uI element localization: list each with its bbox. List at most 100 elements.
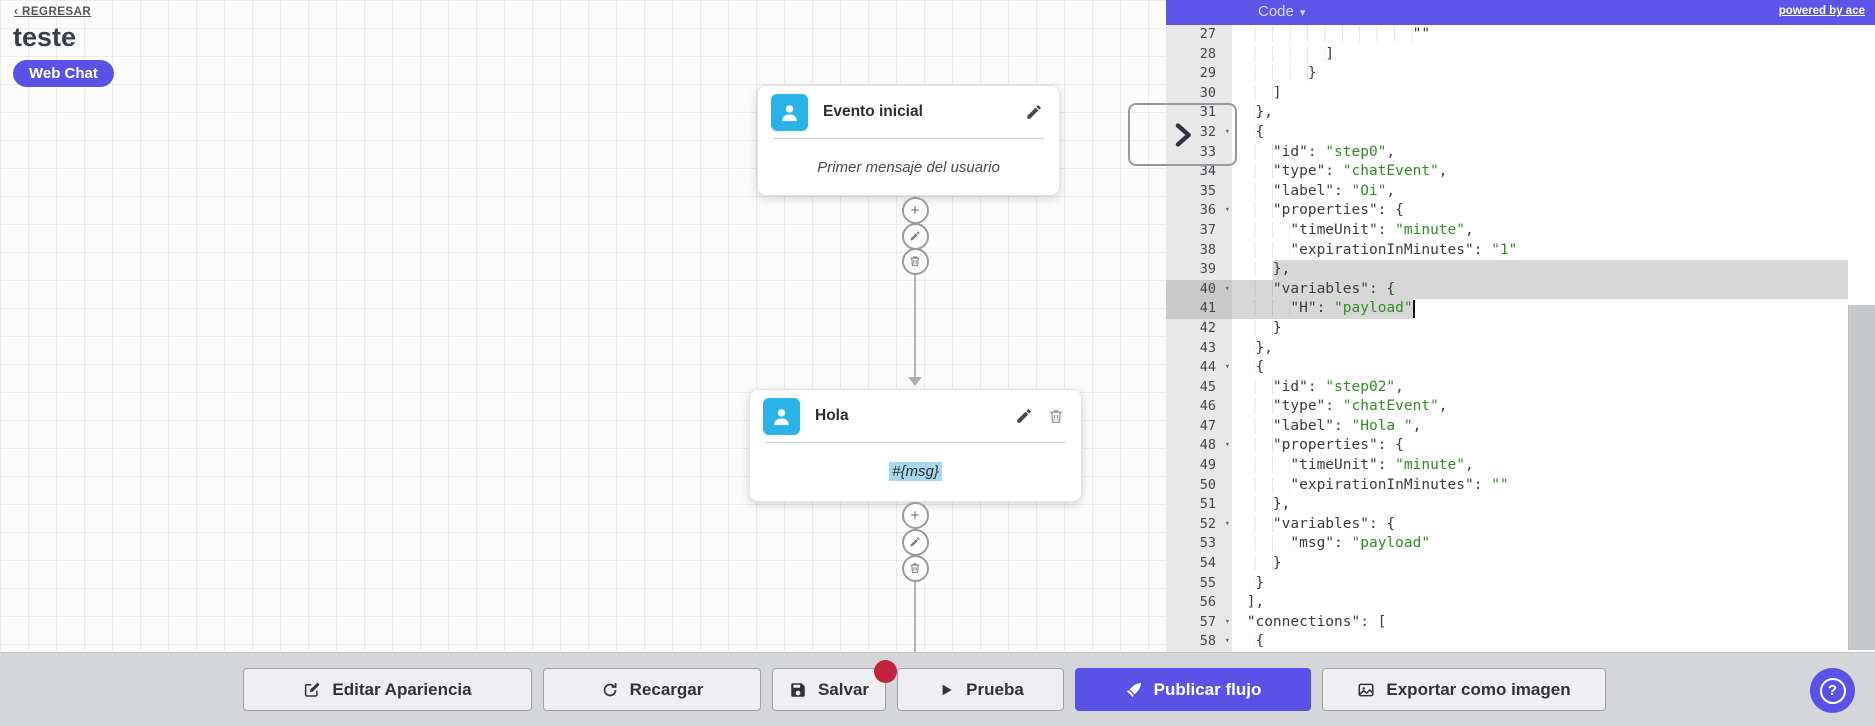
code-line[interactable]: 40▾ "variables": { — [1166, 279, 1875, 300]
code-line[interactable]: 29 } — [1166, 64, 1875, 84]
connector-edit-button[interactable] — [901, 528, 929, 556]
line-number: 43 — [1166, 338, 1232, 359]
edit-node-icon[interactable] — [1015, 407, 1033, 425]
code-editor[interactable]: 27 ""28 ]29 }30 ]31 },32▾ {33 "id": "ste… — [1166, 25, 1875, 652]
collapse-code-button[interactable] — [1128, 103, 1237, 166]
code-mode-dropdown[interactable]: Code▾ — [1258, 3, 1306, 20]
edit-node-icon[interactable] — [1025, 103, 1043, 121]
prueba-button[interactable]: Prueba — [897, 668, 1064, 711]
code-scrollbar[interactable] — [1848, 305, 1875, 650]
code-line[interactable]: 32▾ { — [1166, 122, 1875, 143]
connector-delete-button[interactable] — [901, 554, 929, 582]
code-line[interactable]: 30 ] — [1166, 83, 1875, 104]
code-line[interactable]: 38 "expirationInMinutes": "1" — [1166, 240, 1875, 261]
line-number: 57▾ — [1166, 612, 1232, 633]
node-body: #{msg} — [750, 443, 1081, 500]
fold-arrow-icon[interactable]: ▾ — [1224, 518, 1230, 529]
code-line[interactable]: 39 }, — [1166, 260, 1875, 280]
line-number: 51 — [1166, 495, 1232, 515]
line-number: 28 — [1166, 44, 1232, 65]
code-line[interactable]: 54 } — [1166, 554, 1875, 574]
line-number: 49 — [1166, 456, 1232, 476]
code-line[interactable]: 45 "id": "step02", — [1166, 377, 1875, 398]
code-line[interactable]: 55 } — [1166, 573, 1875, 594]
help-button[interactable]: ? — [1810, 668, 1855, 713]
code-line[interactable]: 27 "" — [1166, 25, 1875, 45]
code-line[interactable]: 31 }, — [1166, 103, 1875, 123]
code-line[interactable]: 56 ], — [1166, 593, 1875, 613]
code-line[interactable]: 52▾ "variables": { — [1166, 514, 1875, 535]
recargar-button[interactable]: Recargar — [543, 668, 761, 711]
code-line[interactable]: 47 "label": "Hola ", — [1166, 416, 1875, 437]
node-evento-inicial[interactable]: Evento inicial Primer mensaje del usuari… — [757, 85, 1060, 196]
line-number: 56 — [1166, 593, 1232, 613]
code-line[interactable]: 44▾ { — [1166, 358, 1875, 378]
line-number: 35 — [1166, 181, 1232, 202]
code-line[interactable]: 53 "msg": "payload" — [1166, 534, 1875, 555]
code-line[interactable]: 46 "type": "chatEvent", — [1166, 397, 1875, 417]
line-number: 27 — [1166, 25, 1232, 45]
toolbar-button-label: Salvar — [817, 679, 870, 699]
code-line[interactable]: 33 "id": "step0", — [1166, 142, 1875, 163]
delete-icon — [908, 254, 922, 268]
fold-arrow-icon[interactable]: ▾ — [1224, 616, 1230, 627]
node-hola[interactable]: Hola #{msg} — [749, 389, 1082, 502]
user-icon — [763, 397, 800, 435]
exportar-como-imagen-button[interactable]: Exportar como imagen — [1322, 668, 1606, 711]
rocket-icon — [1125, 681, 1143, 699]
line-number: 40▾ — [1166, 279, 1232, 300]
fold-arrow-icon[interactable]: ▾ — [1224, 126, 1230, 137]
text-cursor — [1412, 300, 1415, 318]
powered-by-ace-link[interactable]: powered by ace — [1778, 5, 1865, 17]
connector-line — [914, 196, 916, 379]
code-line[interactable]: 57▾ "connections": [ — [1166, 612, 1875, 633]
connector-delete-button[interactable] — [901, 247, 929, 275]
editar-apariencia-button[interactable]: Editar Apariencia — [243, 668, 532, 711]
line-number: 46 — [1166, 397, 1232, 417]
connector-edit-button[interactable] — [901, 222, 929, 250]
code-line[interactable]: 50 "expirationInMinutes": "" — [1166, 475, 1875, 496]
code-line[interactable]: 48▾ "properties": { — [1166, 436, 1875, 457]
toolbar-button-label: Recargar — [629, 679, 704, 699]
connector-add-button[interactable] — [901, 501, 929, 529]
line-number: 58▾ — [1166, 632, 1232, 652]
user-icon — [771, 93, 808, 131]
code-line[interactable]: 28 ] — [1166, 44, 1875, 65]
code-line[interactable]: 43 }, — [1166, 338, 1875, 359]
fold-arrow-icon[interactable]: ▾ — [1224, 283, 1230, 294]
node-title: Hola — [815, 407, 849, 424]
line-number: 45 — [1166, 377, 1232, 398]
delete-icon — [908, 561, 922, 575]
play-icon — [937, 681, 955, 699]
code-line[interactable]: 51 }, — [1166, 495, 1875, 515]
code-line[interactable]: 49 "timeUnit": "minute", — [1166, 456, 1875, 476]
fold-arrow-icon[interactable]: ▾ — [1224, 440, 1230, 451]
connector-add-button[interactable] — [901, 196, 929, 224]
fold-arrow-icon[interactable]: ▾ — [1224, 205, 1230, 216]
line-number: 29 — [1166, 64, 1232, 84]
back-link[interactable]: ‹ REGRESAR — [14, 6, 92, 18]
save-icon — [789, 681, 807, 699]
line-number: 52▾ — [1166, 514, 1232, 535]
flow-canvas[interactable]: ‹ REGRESAR teste Web Chat Evento inicial… — [0, 0, 1166, 652]
code-line[interactable]: 35 "label": "Oi", — [1166, 181, 1875, 202]
publicar-flujo-button[interactable]: Publicar flujo — [1075, 668, 1311, 711]
code-line[interactable]: 36▾ "properties": { — [1166, 201, 1875, 221]
fold-arrow-icon[interactable]: ▾ — [1224, 636, 1230, 647]
code-line[interactable]: 58▾ { — [1166, 632, 1875, 652]
code-line[interactable]: 37 "timeUnit": "minute", — [1166, 220, 1875, 241]
node-divider — [765, 442, 1066, 443]
delete-node-icon[interactable] — [1047, 407, 1065, 425]
code-line[interactable]: 34 "type": "chatEvent", — [1166, 162, 1875, 182]
fold-arrow-icon[interactable]: ▾ — [1224, 362, 1230, 373]
question-mark-icon: ? — [1819, 677, 1846, 704]
line-number: 34 — [1166, 162, 1232, 182]
code-line[interactable]: 42 } — [1166, 318, 1875, 339]
chevron-down-icon: ▾ — [1299, 7, 1306, 19]
code-line[interactable]: 41 "H": "payload" — [1166, 299, 1875, 319]
line-number: 37 — [1166, 220, 1232, 241]
salvar-button[interactable]: Salvar — [772, 660, 897, 711]
toolbar-button-label: Exportar como imagen — [1386, 679, 1571, 699]
line-number: 44▾ — [1166, 358, 1232, 378]
